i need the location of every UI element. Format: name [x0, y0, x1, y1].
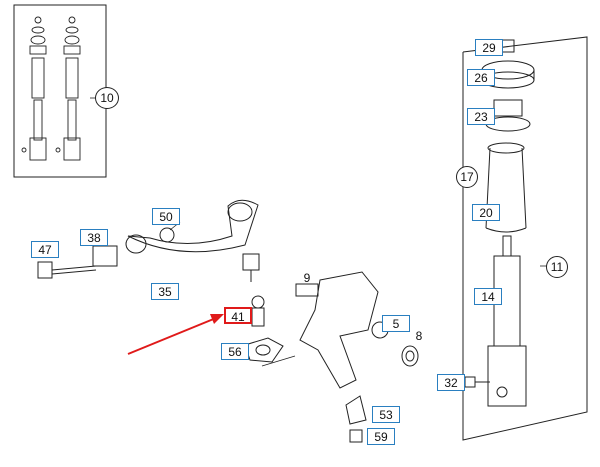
label-10[interactable]: 10 — [95, 87, 119, 109]
label-35[interactable]: 35 — [151, 283, 179, 300]
label-26[interactable]: 26 — [467, 69, 495, 86]
inset-strut-right — [55, 16, 81, 161]
label-47[interactable]: 47 — [31, 241, 59, 258]
label-56[interactable]: 56 — [221, 343, 249, 360]
label-53[interactable]: 53 — [372, 406, 400, 423]
label-29[interactable]: 29 — [475, 39, 503, 56]
shock-absorber — [487, 235, 527, 407]
nut-59 — [349, 429, 363, 443]
bracket-53 — [345, 395, 367, 425]
label-23[interactable]: 23 — [467, 108, 495, 125]
label-14[interactable]: 14 — [474, 288, 502, 305]
steering-knuckle — [295, 271, 389, 389]
seal-8 — [401, 345, 419, 367]
label-8[interactable]: 8 — [415, 329, 423, 343]
label-20[interactable]: 20 — [472, 204, 500, 221]
highlight-arrow — [127, 314, 224, 355]
label-32[interactable]: 32 — [437, 374, 465, 391]
inset-strut-left — [21, 16, 47, 161]
strut-frame — [462, 36, 588, 441]
label-50[interactable]: 50 — [152, 208, 180, 225]
bolt-47 — [37, 261, 97, 279]
label-9[interactable]: 9 — [303, 271, 311, 285]
upper-control-arm — [125, 199, 260, 282]
label-11[interactable]: 11 — [546, 256, 568, 278]
label-59[interactable]: 59 — [367, 428, 395, 445]
label-41[interactable]: 41 — [224, 307, 252, 324]
boot-56 — [244, 337, 284, 363]
label-5[interactable]: 5 — [382, 315, 410, 332]
bolt-32 — [464, 376, 490, 388]
ball-joint-41 — [251, 295, 265, 327]
label-38[interactable]: 38 — [80, 229, 108, 246]
bushing-50 — [159, 227, 175, 243]
bushing-38 — [92, 245, 118, 267]
label-17[interactable]: 17 — [456, 166, 478, 188]
